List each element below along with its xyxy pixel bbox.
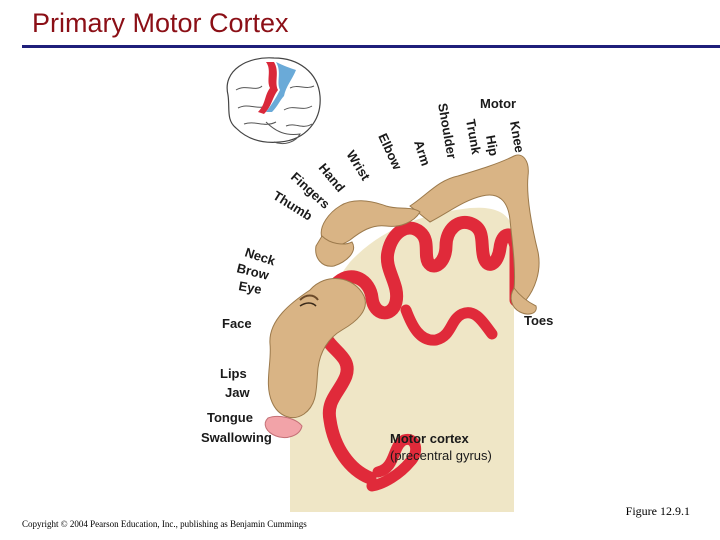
label-precentral-gyrus: (precentral gyrus) — [390, 448, 492, 463]
label-motor: Motor — [480, 96, 516, 111]
label-face: Face — [222, 316, 252, 331]
label-motor-cortex: Motor cortex — [390, 431, 470, 446]
copyright-notice: Copyright © 2004 Pearson Education, Inc.… — [22, 519, 307, 529]
brain-thumbnail — [227, 58, 320, 144]
label-toes: Toes — [524, 313, 553, 328]
label-wrist: Wrist — [343, 148, 373, 184]
label-hip: Hip — [483, 134, 501, 157]
label-arm: Arm — [411, 138, 433, 167]
label-jaw: Jaw — [225, 385, 250, 400]
figure-label: Figure 12.9.1 — [626, 504, 690, 519]
label-swallowing: Swallowing — [201, 430, 272, 445]
label-trunk: Trunk — [463, 118, 484, 156]
label-shoulder: Shoulder — [435, 102, 460, 160]
label-lips: Lips — [220, 366, 247, 381]
label-elbow: Elbow — [375, 131, 405, 173]
label-tongue: Tongue — [207, 410, 253, 425]
label-knee: Knee — [507, 120, 527, 154]
label-eye: Eye — [237, 278, 262, 297]
